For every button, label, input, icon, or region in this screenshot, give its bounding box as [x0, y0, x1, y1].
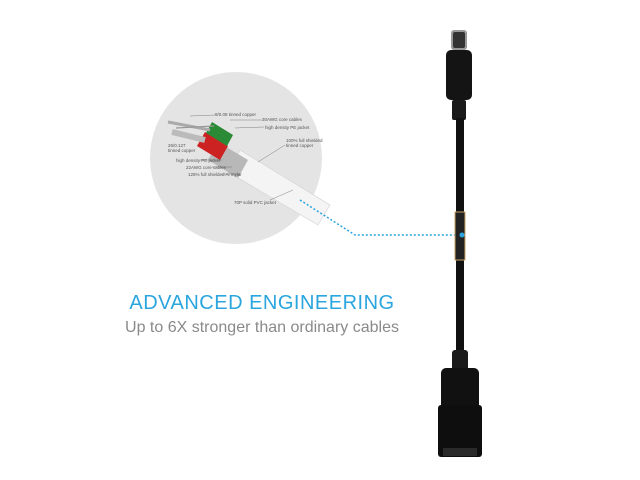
label-pe-jacket-top: high density PE jacket	[265, 125, 310, 130]
callout-lines	[189, 114, 294, 201]
usb-a-female-connector	[438, 350, 482, 457]
headline: ADVANCED ENGINEERING	[129, 292, 395, 314]
usb-c-connector	[446, 30, 472, 120]
cable-cutaway	[167, 120, 331, 226]
cable-section-marker	[454, 211, 466, 261]
label-core-cables-left: 22AWG core cables	[186, 165, 226, 170]
label-tinned-copper-left: 26/0.127 tinned copper	[168, 143, 196, 153]
label-shield: 100% full shielded tinned copper	[286, 138, 323, 148]
subheadline: Up to 6X stronger than ordinary cables	[125, 319, 399, 336]
label-pe-jacket-left: high density PE jacket	[176, 158, 221, 163]
label-pvc-jacket: 70P solid PVC jacket	[234, 200, 276, 205]
label-bare-copper: 8/0.08 tinned copper	[215, 112, 257, 117]
label-mylar: 125% full shielded Al mylar	[188, 172, 242, 177]
label-core-cables-top: 30AWG core cables	[262, 117, 302, 122]
dotted-callout-line	[299, 199, 462, 236]
